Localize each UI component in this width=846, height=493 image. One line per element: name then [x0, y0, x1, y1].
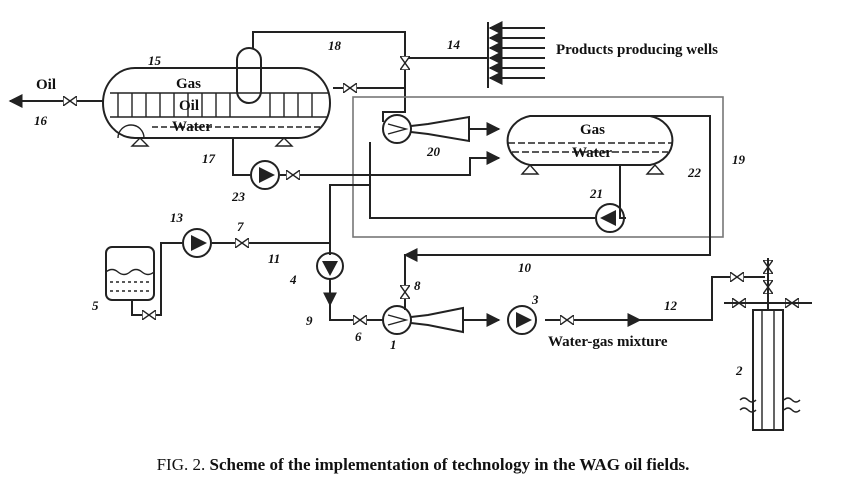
producing-well-arrows	[488, 21, 545, 85]
pumps	[182, 160, 625, 335]
number-11: 11	[268, 251, 280, 266]
water-tank	[105, 246, 155, 301]
number-1: 1	[390, 337, 397, 352]
pump-3	[507, 305, 537, 335]
label-water-tank: Water	[572, 145, 612, 161]
caption-prefix: FIG. 2.	[156, 455, 206, 474]
number-15: 15	[148, 53, 162, 68]
number-6: 6	[355, 329, 362, 344]
number-18: 18	[328, 38, 342, 53]
figure-caption: FIG. 2. Scheme of the implementation of …	[0, 455, 846, 475]
injection-well	[724, 258, 812, 431]
number-2: 2	[735, 363, 743, 378]
label-gas: Gas	[176, 76, 201, 92]
label-oil-outlet: Oil	[36, 77, 56, 93]
number-5: 5	[92, 298, 99, 313]
pump-23	[250, 160, 280, 190]
ejector-20	[382, 114, 470, 144]
number-21: 21	[589, 186, 603, 201]
number-16: 16	[34, 113, 48, 128]
pump-13	[182, 228, 212, 258]
number-20: 20	[426, 144, 441, 159]
label-water-gas-mixture: Water-gas mixture	[548, 334, 668, 350]
component-numbers: 1 2 3 4 5 6 7 8 9 10 11 12 13 14 15 16 1…	[34, 37, 746, 378]
three-phase-separator	[102, 47, 331, 147]
caption-title: Scheme of the implementation of technolo…	[209, 455, 690, 474]
number-8: 8	[414, 278, 421, 293]
gas-water-tank	[506, 115, 674, 175]
number-12: 12	[664, 298, 678, 313]
pump-4	[316, 252, 344, 280]
label-oil: Oil	[179, 98, 199, 114]
label-water: Water	[172, 119, 212, 135]
number-14: 14	[447, 37, 461, 52]
pump-21	[595, 203, 625, 233]
number-13: 13	[170, 210, 184, 225]
number-7: 7	[237, 219, 244, 234]
ejector-1	[382, 305, 464, 335]
number-3: 3	[531, 292, 539, 307]
label-gas-tank: Gas	[580, 122, 605, 138]
number-22: 22	[687, 165, 702, 180]
number-10: 10	[518, 260, 532, 275]
ejectors	[382, 114, 470, 335]
number-19: 19	[732, 152, 746, 167]
number-23: 23	[231, 189, 246, 204]
number-9: 9	[306, 313, 313, 328]
number-17: 17	[202, 151, 216, 166]
stream-labels: Gas Oil Water Gas Water Oil Products pro…	[36, 42, 718, 350]
pipelines	[8, 22, 765, 327]
label-producing-wells: Products producing wells	[556, 42, 718, 58]
number-4: 4	[289, 272, 297, 287]
